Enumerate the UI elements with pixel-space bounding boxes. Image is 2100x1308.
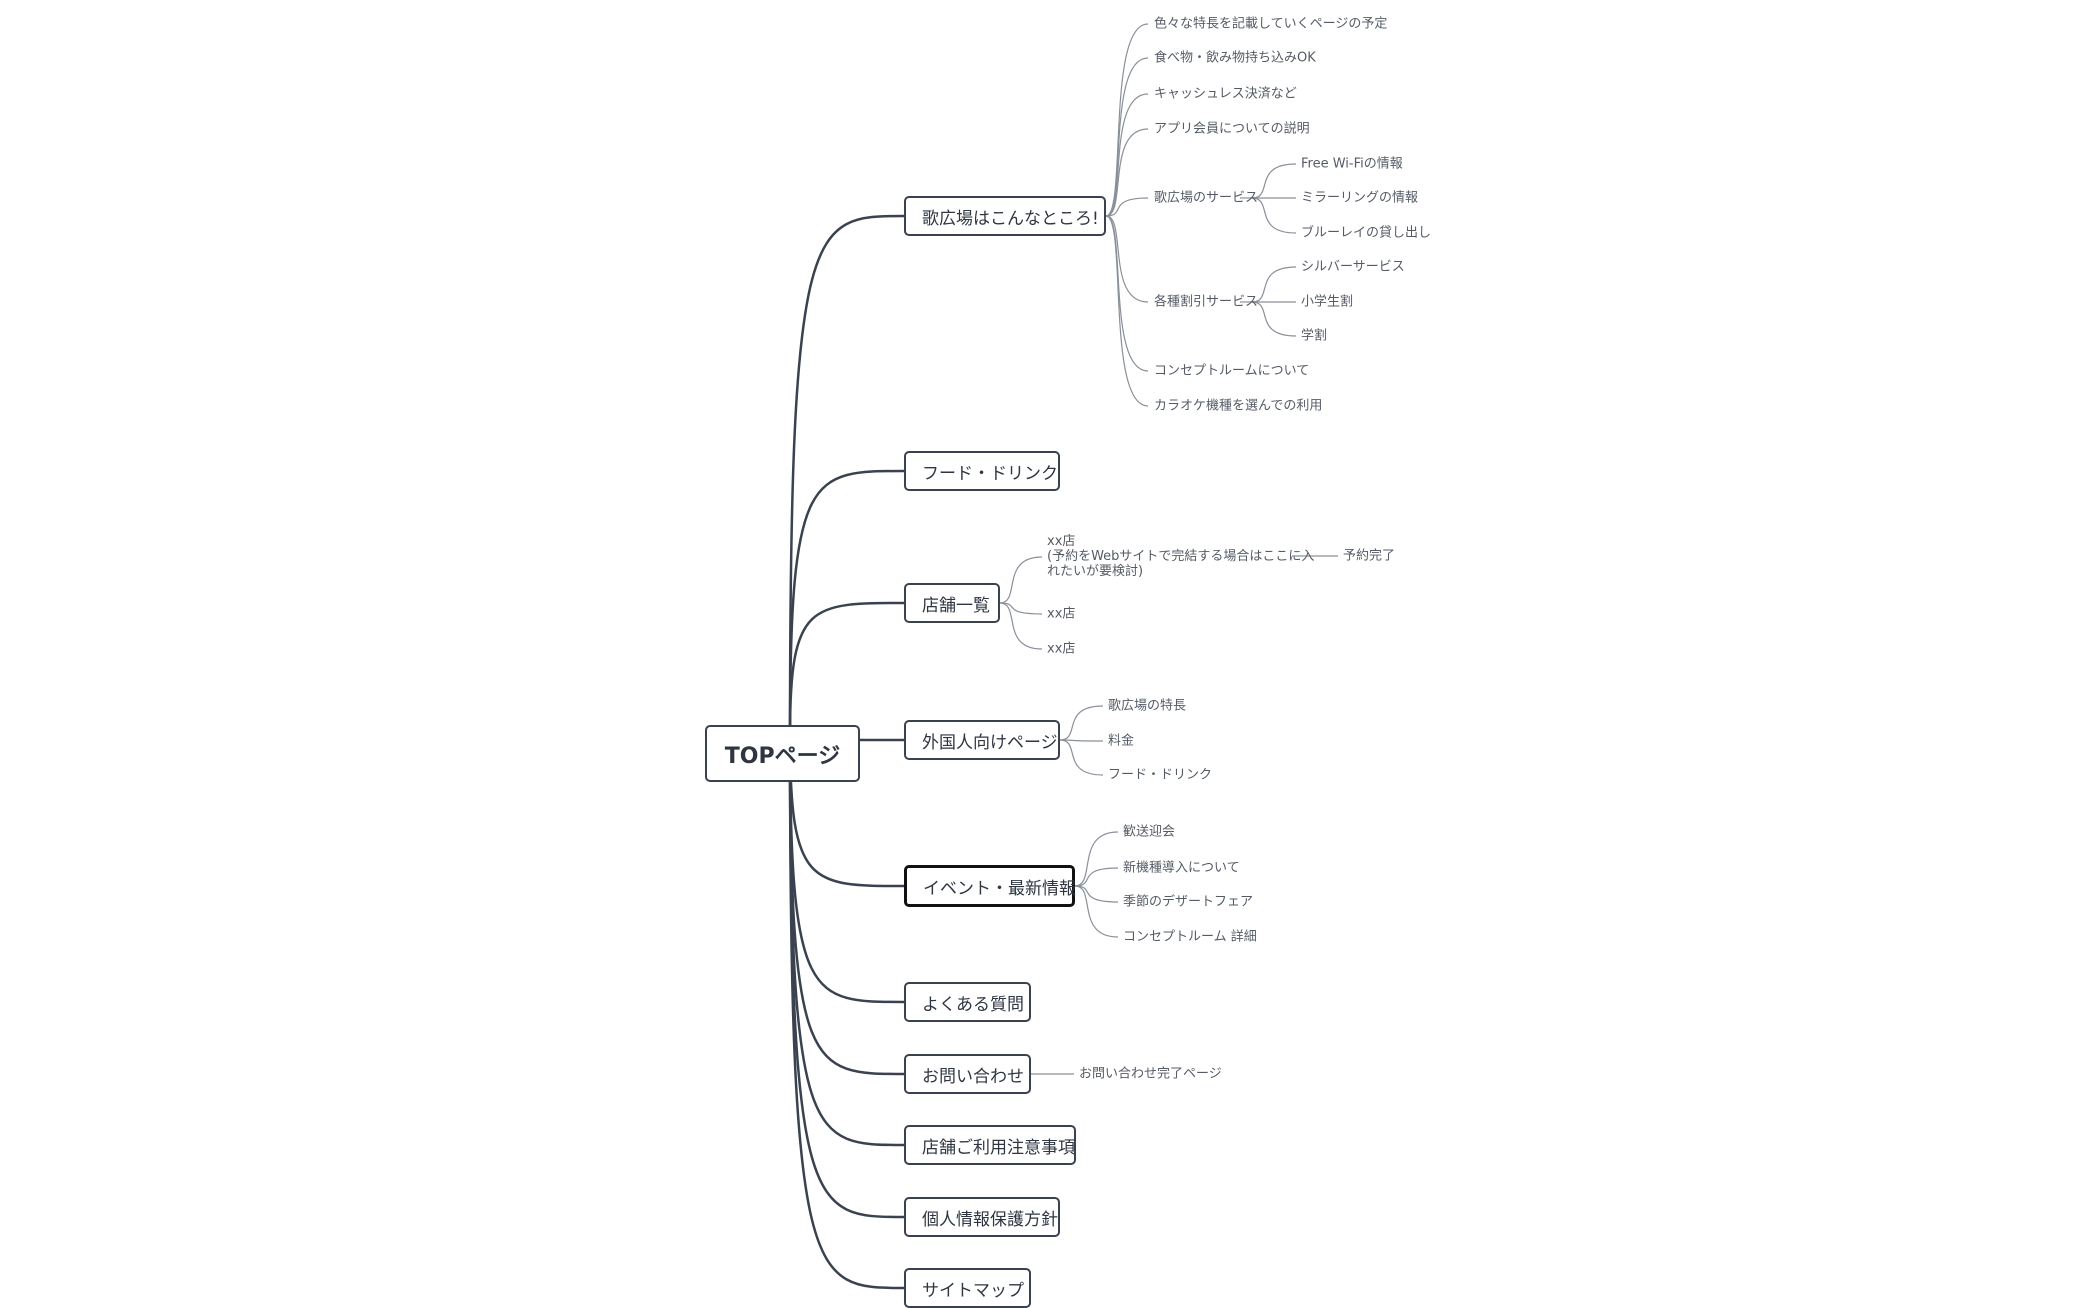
branch-child-connector xyxy=(1105,93,1149,217)
subchild-connector xyxy=(1251,163,1297,199)
branch-node-sitemap[interactable]: サイトマップ xyxy=(904,1268,1031,1308)
leaf-store-xx[interactable]: xx店 xyxy=(1047,606,1076,622)
root-branch-connector xyxy=(788,214,905,736)
root-branch-connector xyxy=(788,601,905,736)
branch-node-food-drink[interactable]: フード・ドリンク xyxy=(904,451,1060,491)
leaf-bluray[interactable]: ブルーレイの貸し出し xyxy=(1301,225,1432,241)
branch-child-connector xyxy=(1105,23,1149,217)
subchild-connector xyxy=(1251,301,1297,337)
branch-child-connector xyxy=(1105,215,1149,407)
leaf-cashless[interactable]: キャッシュレス決済など xyxy=(1154,86,1297,102)
branch-child-connector xyxy=(1105,57,1149,217)
branch-child-connector xyxy=(1105,197,1149,217)
leaf-concept-room-detail[interactable]: コンセプトルーム 詳細 xyxy=(1123,929,1257,945)
branch-child-connector xyxy=(1105,215,1149,372)
branch-child-connector xyxy=(1059,739,1104,742)
subchild-connector xyxy=(1251,266,1297,303)
branch-child-connector xyxy=(1059,705,1104,741)
leaf-free-wifi[interactable]: Free Wi-Fiの情報 xyxy=(1301,156,1403,172)
root-node-top-page[interactable]: TOPページ xyxy=(705,725,860,782)
branch-node-privacy[interactable]: 個人情報保護方針 xyxy=(904,1197,1060,1237)
root-branch-connector xyxy=(788,734,905,1290)
branch-node-store-notes[interactable]: 店舗ご利用注意事項 xyxy=(904,1125,1076,1165)
branch-node-events-news[interactable]: イベント・最新情報 xyxy=(904,865,1076,907)
leaf-food-drink[interactable]: フード・ドリンク xyxy=(1108,767,1213,783)
branch-node-store-list[interactable]: 店舗一覧 xyxy=(904,583,1000,623)
leaf-reservation-complete[interactable]: 予約完了 xyxy=(1343,548,1396,564)
branch-child-connector xyxy=(1074,867,1119,887)
branch-child-connector xyxy=(1074,885,1119,938)
branch-child-connector xyxy=(1074,885,1119,903)
leaf-price[interactable]: 料金 xyxy=(1108,733,1135,749)
leaf-features-plan[interactable]: 色々な特長を記載していくページの予定 xyxy=(1154,16,1388,32)
branch-node-faq[interactable]: よくある質問 xyxy=(904,982,1031,1022)
leaf-dessert-fair[interactable]: 季節のデザートフェア xyxy=(1123,894,1254,910)
branch-child-connector xyxy=(999,556,1043,604)
branch-node-contact[interactable]: お問い合わせ xyxy=(904,1054,1031,1094)
leaf-silver[interactable]: シルバーサービス xyxy=(1301,259,1405,275)
root-branch-connector xyxy=(788,734,905,1147)
leaf-concept-room[interactable]: コンセプトルームについて xyxy=(1154,363,1310,379)
leaf-karaoke-model[interactable]: カラオケ機種を選んでの利用 xyxy=(1154,398,1323,414)
leaf-app-member[interactable]: アプリ会員についての説明 xyxy=(1154,121,1310,137)
leaf-mirroring[interactable]: ミラーリングの情報 xyxy=(1301,190,1419,206)
branch-child-connector xyxy=(1074,831,1119,887)
branch-child-connector xyxy=(1105,128,1149,217)
branch-child-connector xyxy=(999,602,1043,650)
leaf-new-model[interactable]: 新機種導入について xyxy=(1123,860,1240,876)
leaf-student[interactable]: 学割 xyxy=(1301,328,1328,344)
root-branch-connector xyxy=(788,469,905,736)
subchild-connector xyxy=(1251,197,1297,234)
leaf-features[interactable]: 歌広場の特長 xyxy=(1108,698,1187,714)
branch-child-connector xyxy=(999,602,1043,615)
leaf-discounts[interactable]: 各種割引サービス xyxy=(1154,294,1259,310)
branch-child-connector xyxy=(1105,215,1149,303)
branch-child-connector xyxy=(1059,739,1104,776)
branch-node-foreigners[interactable]: 外国人向けページ xyxy=(904,720,1060,760)
leaf-services[interactable]: 歌広場のサービス xyxy=(1154,190,1259,206)
leaf-elementary[interactable]: 小学生割 xyxy=(1301,294,1354,310)
branch-node-about[interactable]: 歌広場はこんなところ! xyxy=(904,196,1106,236)
leaf-welcome-party[interactable]: 歓送迎会 xyxy=(1123,824,1176,840)
leaf-store-xx-reservation[interactable]: xx店 (予約をWebサイトで完結する場合はここに入 れたいが要検討) xyxy=(1047,534,1315,579)
root-branch-connector xyxy=(788,734,905,1076)
leaf-store-xx[interactable]: xx店 xyxy=(1047,641,1076,657)
leaf-contact-complete[interactable]: お問い合わせ完了ページ xyxy=(1079,1066,1222,1082)
leaf-bring-food[interactable]: 食べ物・飲み物持ち込みOK xyxy=(1154,50,1316,66)
